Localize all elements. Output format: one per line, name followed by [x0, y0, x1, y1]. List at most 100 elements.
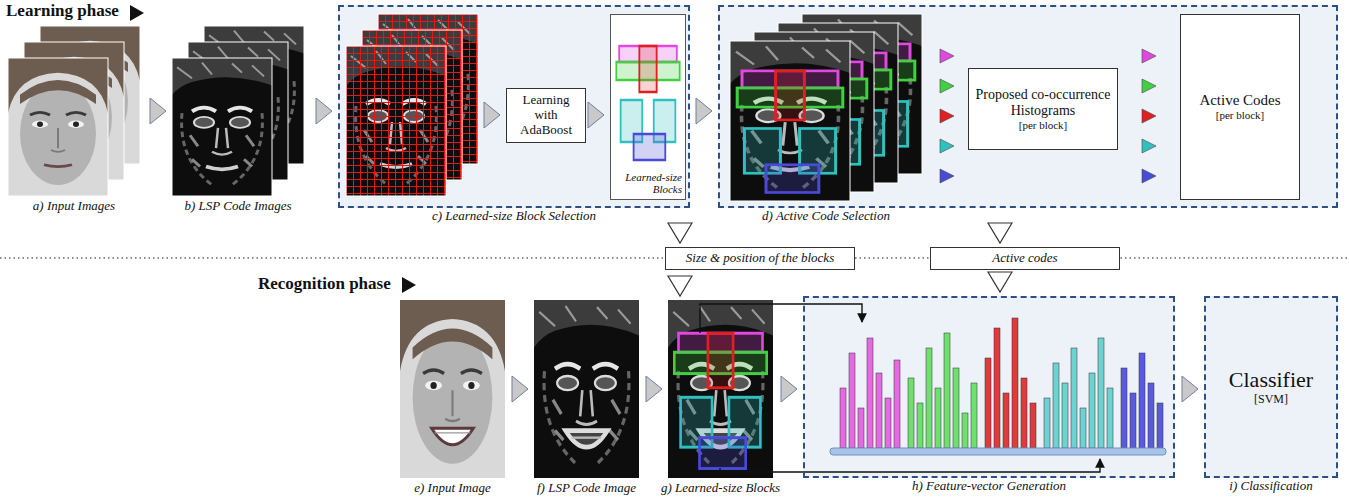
box-text: Classifier — [1229, 367, 1313, 392]
feature-histogram — [894, 360, 900, 448]
flow-arrow — [690, 111, 718, 112]
dashed-panel: c) Learned-size Block SelectionLearning … — [338, 5, 690, 208]
feature-histogram — [1121, 353, 1163, 448]
feature-histogram — [1080, 408, 1086, 448]
face-photo-stack — [8, 58, 108, 196]
process-box: Active Codes[per block] — [1180, 14, 1300, 200]
box-text: Size & position of the blocks — [686, 251, 834, 266]
block-color-triangles — [940, 169, 954, 183]
feature-histogram — [876, 373, 882, 448]
flow-arrow — [304, 111, 338, 112]
block-color-triangles — [1142, 169, 1156, 183]
block-image-stack — [730, 14, 922, 201]
dashed-panel: Classifier[SVM]i) Classification — [1204, 296, 1338, 478]
test-face — [400, 300, 505, 478]
caption: a) Input Images — [33, 199, 115, 214]
block-to-bin-arrow — [700, 304, 1100, 472]
box-text: Proposed co-occurrence Histograms — [973, 87, 1113, 119]
flow-arrow — [505, 389, 534, 390]
feature-histogram — [926, 348, 932, 448]
box-text: [per block] — [1019, 119, 1068, 132]
feature-histogram — [971, 383, 977, 448]
panel-fill — [338, 5, 1338, 478]
blocks-panel: Learned-size Blocks — [610, 14, 686, 200]
dashed-panel: h) Feature-vector Generation — [803, 296, 1175, 478]
flow-arrow — [1000, 208, 1001, 247]
process-box: Learning with AdaBoost — [506, 88, 586, 143]
flow-arrow — [639, 389, 668, 390]
block-color-triangles — [1142, 79, 1156, 93]
test-block-image — [668, 300, 773, 478]
caption: e) Input Image — [414, 481, 491, 496]
lsp-image-stack — [172, 58, 272, 196]
candidate-grid-stack — [346, 46, 446, 196]
lsp-image-stack — [172, 58, 272, 196]
feature-histogram — [1003, 393, 1009, 448]
feature-histogram — [994, 328, 1000, 448]
feature-histogram — [1012, 318, 1018, 448]
block-color-triangles — [940, 49, 1156, 183]
block-image-stack — [730, 41, 850, 201]
dashed-panel: d) Active Code SelectionProposed co-occu… — [718, 5, 1338, 208]
info-box: Active codes — [930, 247, 1120, 270]
block-to-bin-arrow — [720, 459, 1100, 472]
feature-histogram — [944, 333, 950, 448]
phase-marker — [130, 5, 144, 21]
feature-histogram — [830, 448, 1166, 455]
feature-histogram — [1053, 363, 1059, 448]
block-color-triangles — [940, 139, 954, 153]
block-color-triangles — [940, 79, 954, 93]
block-color-triangles — [940, 49, 954, 63]
box-text: Learned-size Blocks — [614, 171, 682, 196]
panel-fill — [718, 5, 1338, 208]
face-photo-stack — [8, 26, 140, 196]
phase-marker — [402, 277, 416, 293]
feature-histogram — [985, 358, 991, 448]
block-color-triangles — [1142, 49, 1156, 63]
feature-histogram — [953, 368, 959, 448]
box-text: [SVM] — [1254, 393, 1288, 407]
feature-histogram — [830, 318, 1166, 455]
feature-histogram — [1107, 388, 1113, 448]
feature-histogram — [858, 408, 864, 448]
feature-histogram — [840, 338, 900, 448]
candidate-grid-stack — [346, 14, 478, 196]
feature-histogram — [908, 378, 914, 448]
flow-arrow — [1000, 270, 1001, 296]
flow-triangle — [484, 102, 500, 128]
feature-histogram — [1148, 383, 1154, 448]
feature-histogram — [849, 353, 855, 448]
blocks-panel-figure — [610, 14, 686, 200]
box-text: Active codes — [992, 251, 1057, 266]
caption: g) Learned-size Blocks — [661, 481, 780, 496]
feature-histogram — [1044, 338, 1113, 448]
block-image-stack — [730, 41, 850, 201]
flow-arrow — [680, 270, 681, 300]
image-node: e) Input Image — [400, 300, 505, 478]
test-block-image — [668, 300, 773, 478]
caption: b) LSP Code Images — [184, 199, 291, 214]
test-face — [400, 300, 505, 478]
block-color-triangles — [1142, 109, 1156, 123]
image-node: b) LSP Code Images — [172, 26, 304, 196]
flow-triangle — [484, 102, 500, 128]
phase-label: Recognition phase — [258, 274, 391, 294]
info-box: Size & position of the blocks — [665, 247, 855, 270]
lsp-image-stack — [172, 26, 304, 196]
flow-arrow — [773, 389, 803, 390]
feature-histogram — [962, 413, 968, 448]
feature-histogram — [1130, 393, 1136, 448]
box-text: Active Codes — [1199, 92, 1280, 109]
panel-fill — [1204, 296, 1338, 478]
feature-histogram — [867, 338, 873, 448]
feature-histogram — [1062, 383, 1068, 448]
feature-histogram — [1089, 373, 1095, 448]
feature-histogram — [1030, 403, 1036, 448]
test-lsp-image — [534, 300, 639, 478]
flow-arrow — [586, 115, 610, 116]
box-text: Learning with AdaBoost — [511, 93, 581, 138]
feature-histogram — [1044, 398, 1050, 448]
candidate-grid-stack — [346, 46, 446, 196]
phase-label: Learning phase — [6, 1, 119, 21]
flow-arrow — [680, 208, 681, 247]
